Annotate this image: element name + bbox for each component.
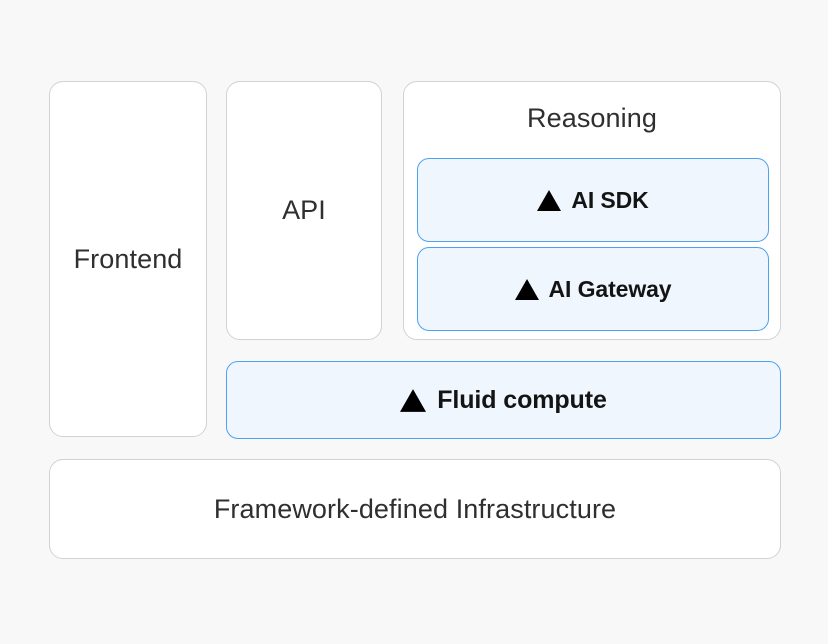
ai-gateway-label: AI Gateway: [548, 275, 672, 302]
vercel-triangle-icon: [400, 388, 427, 412]
fluid-compute-card[interactable]: Fluid compute: [226, 361, 781, 439]
vercel-triangle-icon: [514, 278, 539, 300]
api-label: API: [282, 195, 326, 225]
ai-sdk-card[interactable]: AI SDK: [417, 158, 769, 242]
ai-sdk-label: AI SDK: [571, 186, 649, 213]
fluid-compute-label: Fluid compute: [437, 385, 607, 414]
fluid-compute-card-content: Fluid compute: [400, 386, 607, 415]
ai-sdk-card-content: AI SDK: [537, 186, 649, 214]
vercel-triangle-icon: [537, 189, 562, 211]
ai-gateway-card-content: AI Gateway: [514, 275, 672, 303]
reasoning-label: Reasoning: [527, 103, 657, 133]
infrastructure-label: Framework-defined Infrastructure: [213, 493, 617, 524]
ai-gateway-card[interactable]: AI Gateway: [417, 247, 769, 331]
frontend-label: Frontend: [73, 243, 183, 274]
api-layer-box: API: [226, 81, 382, 340]
frontend-layer-box: Frontend: [49, 81, 207, 437]
infrastructure-layer-box: Framework-defined Infrastructure: [49, 459, 781, 559]
reasoning-layer-box: Reasoning AI SDK AI Gateway: [403, 81, 781, 340]
reasoning-title: Reasoning: [404, 103, 780, 134]
